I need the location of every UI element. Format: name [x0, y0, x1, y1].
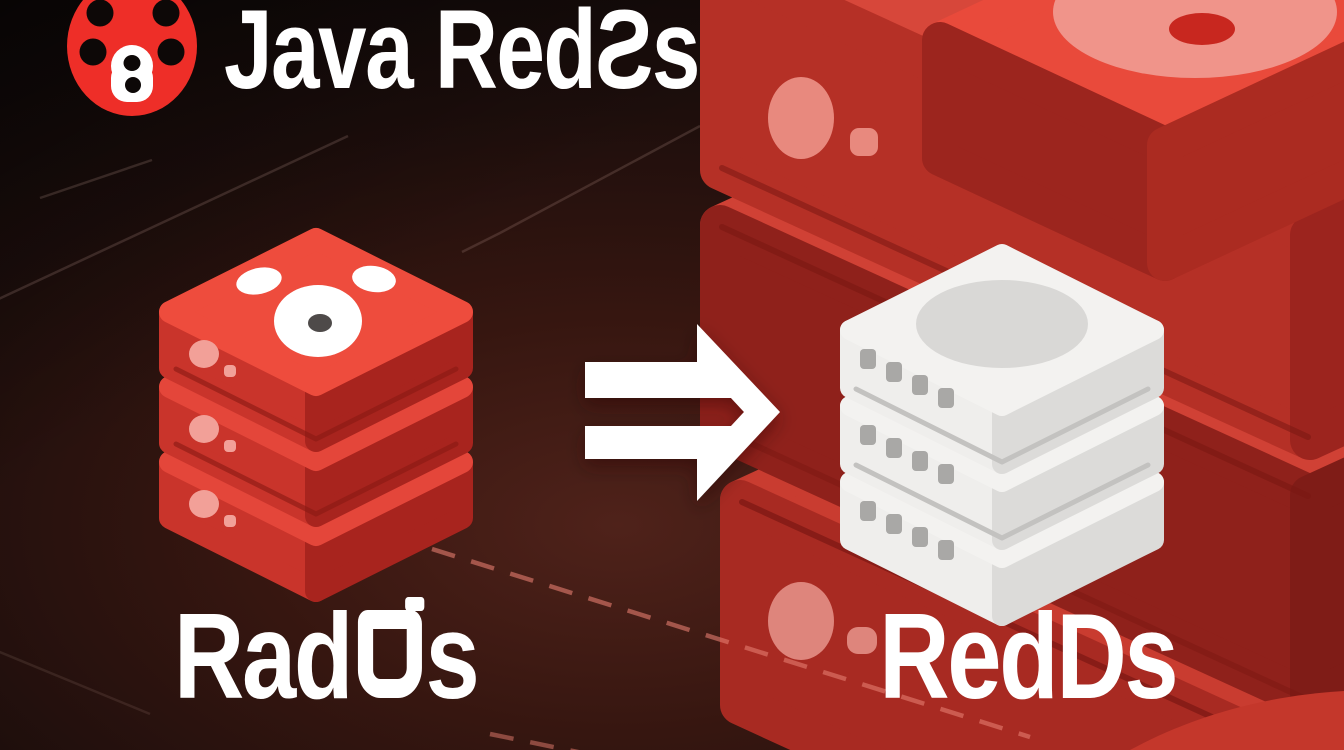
donut-hole [1169, 13, 1235, 45]
page-title: Java RedƧs [224, 0, 700, 112]
vent-square [850, 128, 878, 156]
vent-circle [768, 77, 834, 159]
vent-square [847, 627, 877, 654]
right-label-text: RedDs [879, 588, 1179, 724]
front-lights [189, 340, 236, 527]
ladybug-logo-icon [67, 0, 197, 116]
red-database-stack-icon [159, 228, 473, 602]
vent-circle [768, 582, 834, 660]
bottom-band [1130, 691, 1344, 750]
boxed-u-glyph [358, 597, 426, 698]
double-arrow-right-icon [585, 324, 780, 501]
white-database-stack-icon [840, 244, 1164, 626]
left-label-prefix: Rad [174, 588, 354, 724]
vents [860, 349, 954, 560]
left-label-suffix: s [425, 588, 480, 724]
top-face-dots [236, 265, 396, 357]
top-inset-ring [916, 280, 1088, 368]
right-stack-label: RedDs [826, 588, 1230, 724]
donut-pedestal [922, 0, 1344, 281]
dashed-lines [431, 546, 1031, 750]
header-title-wrap: Java RedƧs [224, 0, 833, 106]
